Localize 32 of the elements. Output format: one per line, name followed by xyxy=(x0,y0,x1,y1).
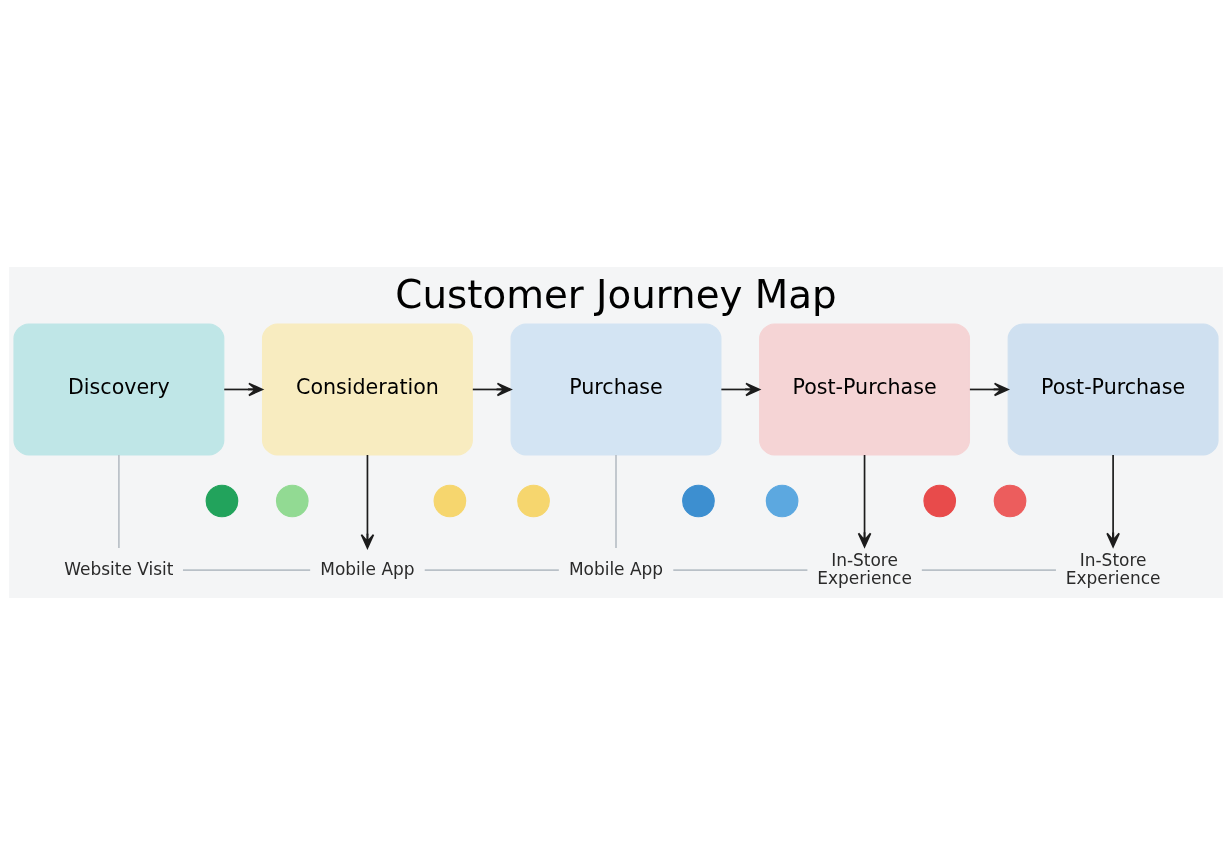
arrow xyxy=(969,382,1009,396)
arrow xyxy=(720,382,761,396)
connector xyxy=(921,568,1057,571)
arrow xyxy=(857,453,872,548)
arrow xyxy=(471,382,512,396)
node-circle xyxy=(993,484,1027,517)
node-box: Post-Purchase xyxy=(759,322,971,456)
node-text: In-Store Experience xyxy=(1065,549,1161,588)
connector xyxy=(423,568,560,571)
connector xyxy=(672,568,809,571)
node-circle xyxy=(923,484,957,517)
node-box: Post-Purchase xyxy=(1007,322,1219,456)
node-text: Mobile App xyxy=(568,558,664,579)
arrow xyxy=(360,453,375,549)
diagram-title: Customer Journey Map xyxy=(395,271,837,317)
arrow xyxy=(1106,453,1120,548)
connector xyxy=(118,453,120,549)
node-circle xyxy=(765,484,799,517)
node-circle xyxy=(275,484,309,517)
arrow xyxy=(223,382,264,396)
node-circle xyxy=(682,484,715,517)
connector xyxy=(182,568,311,571)
node-box: Consideration xyxy=(261,322,473,456)
node-text: In-Store Experience xyxy=(817,549,912,588)
node-text: Mobile App xyxy=(320,558,415,579)
node-box: Purchase xyxy=(510,322,722,456)
node-text: Website Visit xyxy=(64,558,174,579)
node-circle xyxy=(517,484,550,517)
node-circle xyxy=(433,484,467,517)
node-box: Discovery xyxy=(13,322,225,456)
connector xyxy=(615,453,617,549)
node-circle xyxy=(205,484,239,517)
